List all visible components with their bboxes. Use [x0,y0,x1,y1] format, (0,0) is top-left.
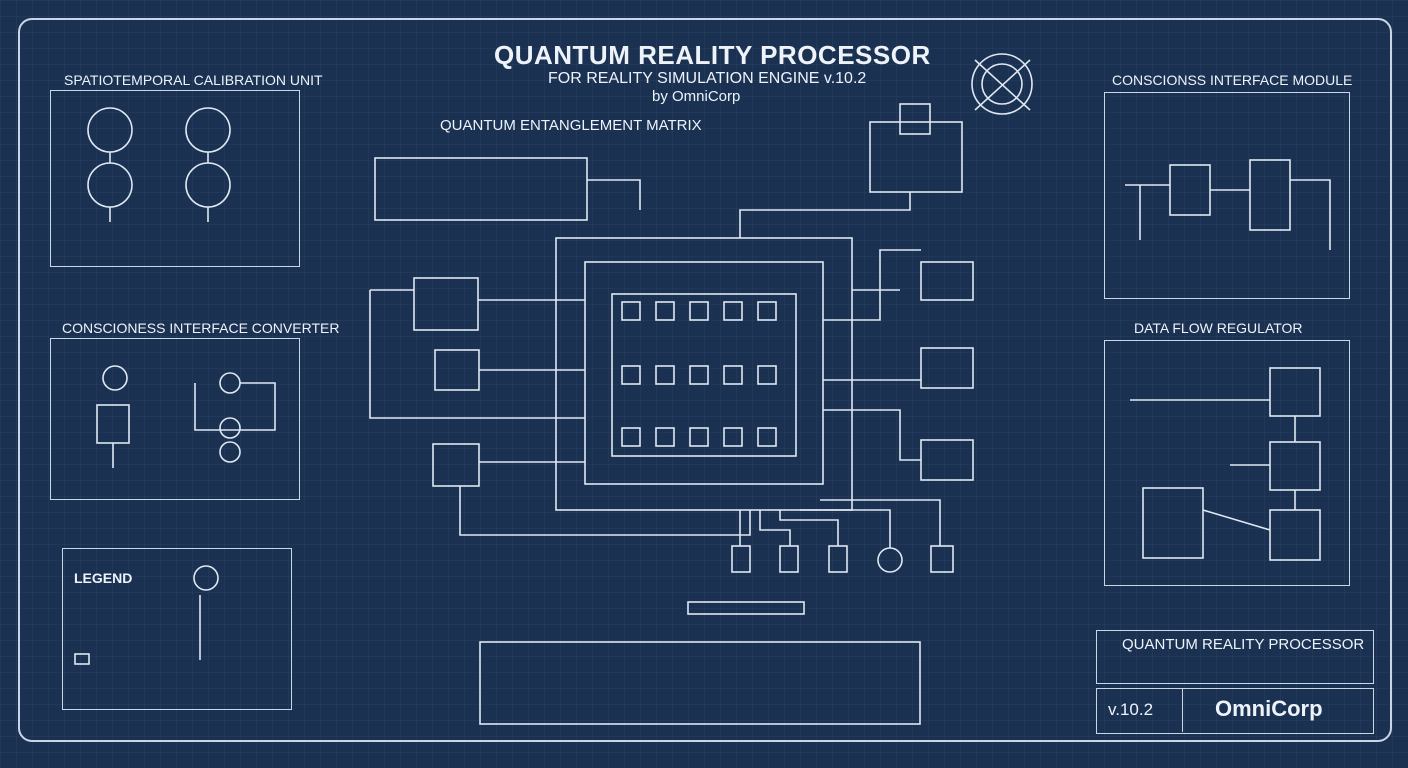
title-block-divider [1182,688,1183,732]
matrix-chip [555,237,853,511]
spec-table [479,601,921,725]
title-block-version: v.10.2 [1108,700,1154,719]
converter-panel [50,338,300,500]
byline: by OmniCorp [652,88,741,105]
top-module [739,103,963,238]
interface-module-panel [1104,92,1350,299]
regulator-panel [1104,340,1350,586]
calibration-sensors [87,107,231,222]
matrix-info-box [374,157,641,221]
interface-module-title: CONSCIONSS INTERFACE MODULE [1112,72,1353,88]
main-title: QUANTUM REALITY PROCESSOR [494,40,931,70]
legend-title: LEGEND [74,570,133,586]
right-modules [823,249,974,481]
regulator-title: DATA FLOW REGULATOR [1134,320,1303,336]
title-block-title: QUANTUM REALITY PROCESSOR [1122,636,1365,653]
matrix-label: QUANTUM ENTANGLEMENT MATRIX [440,117,702,134]
subtitle: FOR REALITY SIMULATION ENGINE v.10.2 [548,70,867,87]
title-block-company: OmniCorp [1215,696,1323,721]
interface-module-circuit [1125,159,1331,250]
legend-panel [62,548,292,710]
title-block-bottom [1096,688,1374,734]
compass-symbol [971,53,1033,115]
converter-title: CONSCIONESS INTERFACE CONVERTER [62,320,340,336]
legend-icons [74,565,219,665]
calibration-panel [50,90,300,267]
output-modules [731,499,954,573]
converter-circuit [96,365,276,468]
calibration-title: SPATIOTEMPORAL CALIBRATION UNIT [64,72,323,88]
title-block-top [1096,630,1374,684]
regulator-circuit [1130,367,1321,561]
outer-frame [18,18,1392,742]
left-modules [369,277,751,536]
